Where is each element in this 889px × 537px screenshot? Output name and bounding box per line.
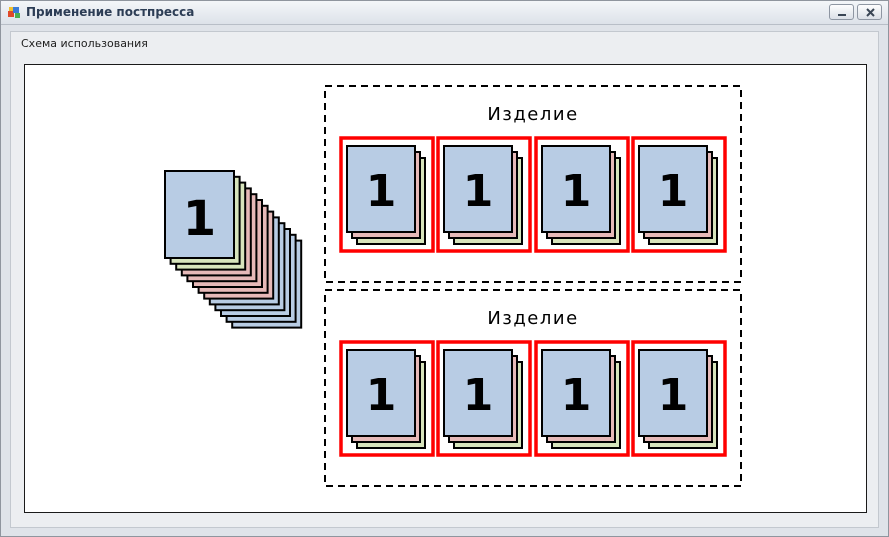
- title-bar[interactable]: Применение постпресса: [1, 1, 888, 25]
- item-sheet-front: [443, 145, 513, 233]
- product-item: 1: [631, 136, 727, 253]
- product-item: 1: [339, 340, 435, 457]
- product-group: Изделие 1 1 1 1: [324, 289, 742, 487]
- product-item: 1: [436, 136, 532, 253]
- product-item-label: 1: [366, 370, 397, 421]
- item-sheet-front: [541, 145, 611, 233]
- product-item: 1: [631, 340, 727, 457]
- product-group: Изделие 1 1 1 1: [324, 85, 742, 283]
- minimize-button[interactable]: [829, 4, 854, 20]
- item-sheet-front: [443, 349, 513, 437]
- product-item: 1: [436, 340, 532, 457]
- product-item-label: 1: [463, 370, 494, 421]
- close-icon: [866, 8, 875, 17]
- close-button[interactable]: [857, 4, 882, 20]
- panel-label: Схема использования: [21, 37, 148, 50]
- item-sheet-front: [346, 349, 416, 437]
- product-item: 1: [339, 136, 435, 253]
- product-group-border: [324, 85, 742, 283]
- product-group-label: Изделие: [487, 104, 578, 125]
- product-item-label: 1: [658, 370, 689, 421]
- minimize-icon: [838, 14, 846, 16]
- item-sheet-front: [638, 145, 708, 233]
- product-item-label: 1: [561, 166, 592, 217]
- item-sheet-front: [541, 349, 611, 437]
- product-group-label: Изделие: [487, 308, 578, 329]
- app-logo-icon: [8, 7, 20, 18]
- window-title: Применение постпресса: [26, 5, 195, 19]
- product-item-label: 1: [561, 370, 592, 421]
- sheet-stack: 1: [164, 170, 303, 329]
- item-sheet-front: [638, 349, 708, 437]
- stack-label: 1: [183, 191, 216, 247]
- product-item-label: 1: [366, 166, 397, 217]
- product-item-label: 1: [463, 166, 494, 217]
- product-item: 1: [534, 136, 630, 253]
- stack-top-sheet: [164, 170, 235, 259]
- product-item: 1: [534, 340, 630, 457]
- item-sheet-front: [346, 145, 416, 233]
- product-group-border: [324, 289, 742, 487]
- product-item-label: 1: [658, 166, 689, 217]
